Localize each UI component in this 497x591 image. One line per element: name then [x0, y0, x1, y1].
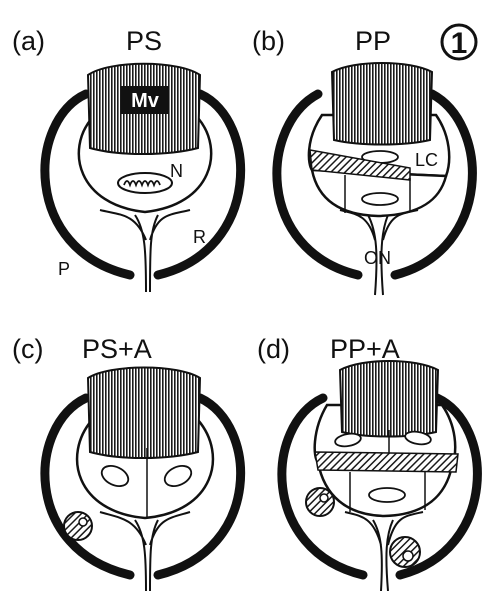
- on-label: ON: [364, 248, 391, 268]
- panel-c: (c) PS+A: [12, 334, 241, 591]
- panel-b-title: PP: [355, 26, 391, 56]
- n-label: N: [170, 161, 183, 181]
- microvilli-cap: [340, 361, 438, 437]
- figure-number: 1: [451, 27, 468, 60]
- lateral-cap: [315, 452, 458, 472]
- mitochondria-lower: [369, 488, 405, 502]
- panel-b: (b) PP LC ON: [252, 26, 472, 295]
- microvilli-cap: [88, 368, 200, 459]
- p-label: P: [58, 259, 70, 279]
- nucleus: [118, 173, 172, 193]
- figure-number-badge: 1: [442, 25, 476, 60]
- microvilli-cap: [332, 63, 432, 145]
- lc-label: LC: [415, 150, 438, 170]
- r-label: R: [193, 227, 206, 247]
- optic-nerve: [100, 512, 190, 591]
- amoebocyte: [64, 512, 92, 540]
- panel-b-letter: (b): [252, 26, 285, 56]
- panel-c-letter: (c): [12, 334, 43, 364]
- panel-c-title: PS+A: [82, 334, 152, 364]
- mv-label: Mv: [131, 90, 160, 112]
- panel-d: (d) PP+A: [257, 334, 477, 591]
- panel-d-title: PP+A: [330, 334, 400, 364]
- mitochondria-lower: [362, 193, 398, 205]
- panel-d-letter: (d): [257, 334, 290, 364]
- amoebocyte-left: [306, 488, 334, 516]
- panel-a-letter: (a): [12, 26, 45, 56]
- panel-a: (a) PS Mv N R P: [12, 26, 241, 292]
- optic-nerve: [100, 210, 190, 292]
- panel-a-title: PS: [126, 26, 162, 56]
